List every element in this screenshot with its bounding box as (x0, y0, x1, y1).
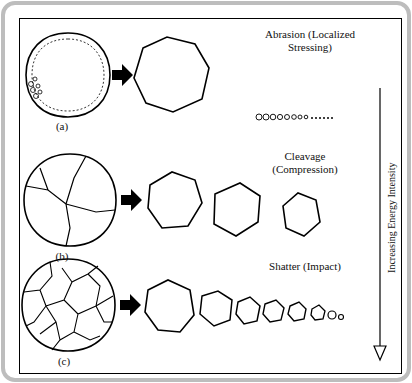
outer-frame (3, 3, 409, 380)
fragment (148, 172, 202, 228)
fragment (236, 297, 260, 324)
surface-chips (29, 77, 43, 99)
mechanism-label: Shatter (Impact) (264, 260, 346, 273)
fragment (288, 302, 306, 321)
inner-border (20, 19, 402, 374)
crack-lines (26, 156, 115, 246)
energy-arrowhead (374, 346, 386, 360)
fines-dots (311, 117, 333, 119)
crack-lines (24, 262, 113, 350)
particle-outline (24, 154, 116, 246)
process-arrow (112, 64, 133, 86)
fragment (339, 315, 344, 320)
process-arrow (120, 294, 141, 316)
particle-outline (22, 259, 115, 351)
fines (256, 114, 308, 120)
fragment (283, 193, 320, 236)
fragment (311, 305, 325, 320)
mechanism-label: Abrasion (Localized Stressing) (258, 28, 362, 53)
fragment (214, 183, 260, 236)
panel-label: (c) (58, 355, 70, 368)
particle-outline (26, 33, 110, 117)
process-arrow (121, 189, 142, 211)
abraded-particle (134, 37, 209, 112)
abrasion-boundary (32, 39, 104, 111)
mechanism-label: Cleavage (Compression) (259, 150, 351, 175)
axis-label: Increasing Energy Intensity (386, 161, 398, 275)
fragment (200, 291, 232, 326)
panel-label: (b) (56, 250, 69, 263)
fragment (263, 300, 284, 322)
panel-label: (a) (56, 120, 68, 133)
fragment (328, 311, 336, 319)
fragment (145, 280, 194, 332)
energy-axis (379, 88, 380, 346)
